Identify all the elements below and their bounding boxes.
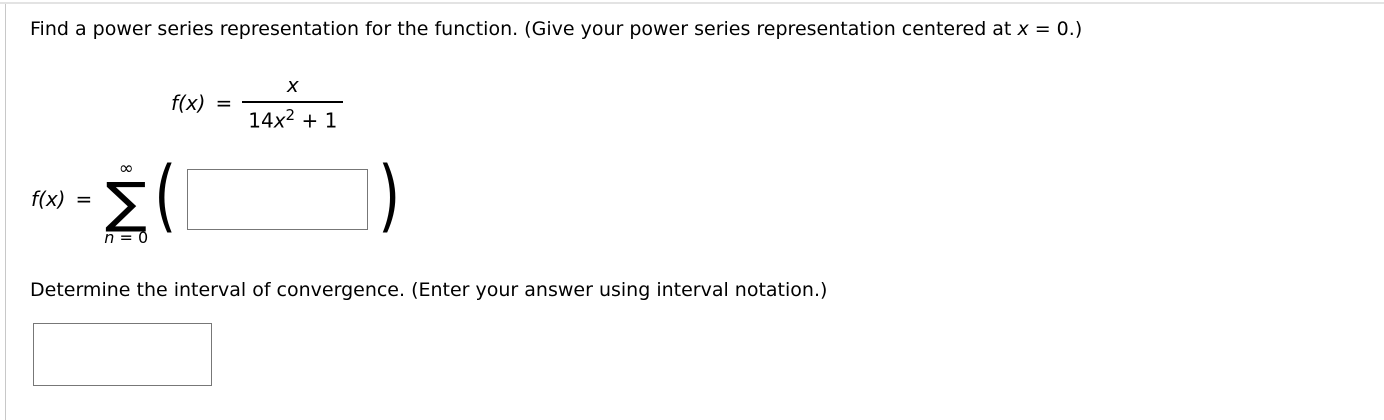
top-divider (0, 2, 1384, 4)
left-divider (5, 4, 6, 420)
sigma-icon: ∑ (105, 170, 148, 234)
denominator-tail: + 1 (295, 108, 338, 133)
denominator-coefficient: 14 (248, 108, 274, 133)
fraction: x 14x2 + 1 (242, 73, 344, 133)
summation: ∞ ∑ n = 0 (104, 157, 148, 247)
function-lhs: f(x) (171, 91, 206, 115)
denominator-variable: x (273, 108, 286, 133)
instruction-suffix: = 0.) (1028, 18, 1083, 40)
close-paren: ) (377, 151, 400, 241)
interval-answer-input[interactable] (33, 323, 212, 386)
summation-lower-limit: n = 0 (104, 230, 148, 246)
fraction-numerator: x (242, 73, 344, 104)
summation-index-variable: n (104, 228, 115, 248)
power-series-equation: f(x) = ∞ ∑ n = 0 ( ) (31, 151, 404, 247)
interval-prompt: Determine the interval of convergence. (… (30, 279, 828, 301)
series-answer-input[interactable] (186, 168, 368, 230)
instruction-text: Find a power series representation for t… (30, 17, 1082, 41)
denominator-exponent: 2 (285, 106, 296, 125)
function-definition: f(x) = x 14x2 + 1 (171, 70, 344, 136)
equals-sign: = (75, 187, 93, 211)
equals-sign: = (215, 91, 233, 115)
summation-index-value: = 0 (114, 228, 149, 248)
infinity-symbol: ∞ (118, 157, 134, 179)
open-paren: ( (154, 151, 177, 241)
instruction-variable: x (1017, 18, 1029, 40)
instruction-prefix: Find a power series representation for t… (30, 18, 1018, 40)
series-lhs: f(x) (31, 187, 66, 211)
fraction-denominator: 14x2 + 1 (242, 103, 343, 133)
